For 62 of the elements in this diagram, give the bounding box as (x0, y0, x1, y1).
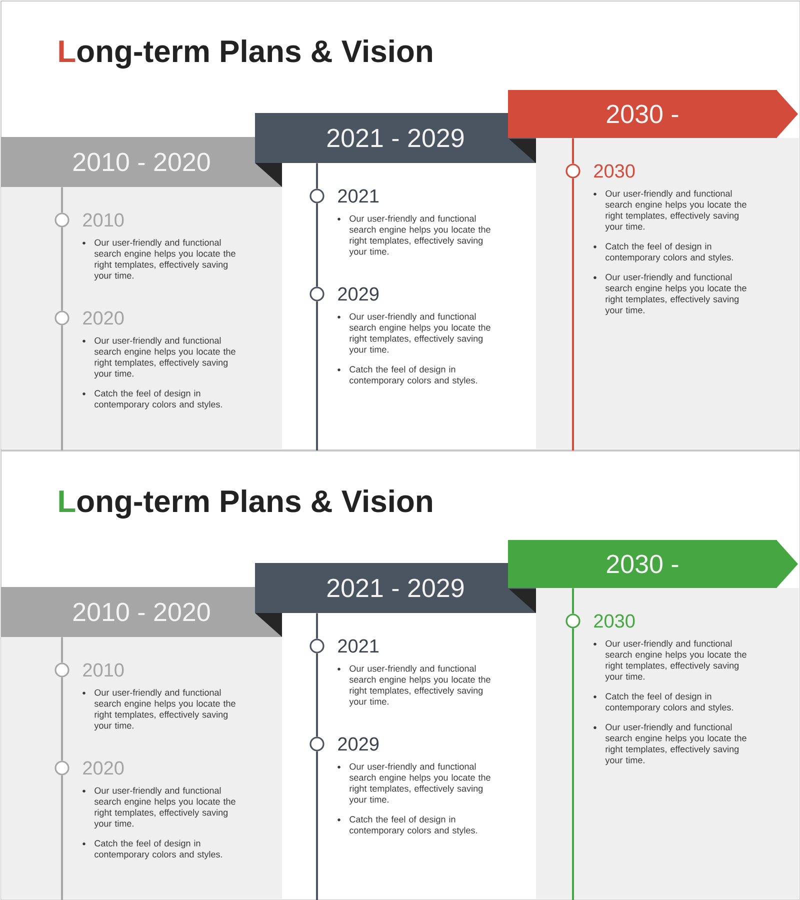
banner: 2021 - 2029 (255, 563, 536, 613)
bullet-text: Our user-friendly and functional search engine helps you locate the right templates, effectively saving your time. (94, 689, 236, 730)
bullet-text: Our user-friendly and functional search engine helps you locate the right templates, effectively saving your time. (605, 724, 746, 766)
bullet-text: Our user-friendly and functional search engine helps you locate the right templates, effectively saving your time. (349, 665, 490, 706)
timeline-line (572, 628, 574, 900)
year-label: 2020 (83, 761, 124, 775)
bullet-text: Catch the feel of design in contemporary colors and styles. (94, 840, 222, 860)
timeline-line (316, 163, 318, 189)
bullet-text: Our user-friendly and functional search engine helps you locate the right templates, effectively saving your time. (605, 640, 746, 682)
slide-title: Long-term Plans & Vision (59, 490, 432, 519)
bullet-text: Catch the feel of design in contemporary colors and styles. (94, 390, 222, 410)
timeline-marker (566, 614, 580, 628)
timeline-marker (54, 662, 70, 678)
year-label: 2021 (338, 189, 379, 203)
year-label: 2020 (83, 311, 124, 325)
timeline-line (572, 138, 574, 164)
timeline-marker (310, 736, 324, 752)
year-label: 2030 (594, 614, 635, 628)
year-label: 2010 (83, 663, 124, 677)
year-label: 2010 (83, 213, 124, 227)
banner: 2010 - 2020 (1, 137, 282, 187)
timeline-marker (566, 164, 580, 178)
bullet-text: Catch the feel of design in contemporary colors and styles. (350, 366, 477, 386)
bullet-text: Our user-friendly and functional search engine helps you locate the right templates, effectively saving your time. (94, 239, 236, 280)
bullet-text: Catch the feel of design in contemporary colors and styles. (606, 242, 733, 262)
bullet-text: Our user-friendly and functional search engine helps you locate the right templates, effectively saving your time. (94, 337, 236, 378)
year-label: 2029 (338, 737, 379, 751)
timeline-line (572, 588, 574, 614)
timeline-marker (310, 638, 324, 654)
timeline-line (61, 637, 63, 663)
slide-title: Long-term Plans & Vision (59, 40, 432, 69)
timeline-marker (54, 310, 70, 326)
banner: 2010 - 2020 (1, 587, 282, 637)
timeline-line (61, 325, 63, 450)
bullet-text: Our user-friendly and functional search engine helps you locate the right templates, effectively saving your time. (605, 190, 746, 232)
timeline-line (572, 178, 574, 450)
timeline-marker (310, 188, 324, 204)
year-label: 2030 (594, 164, 635, 178)
year-label: 2021 (338, 639, 379, 653)
bullet-text: Catch the feel of design in contemporary colors and styles. (350, 816, 477, 836)
year-label: 2029 (338, 287, 379, 301)
bullet-text: Our user-friendly and functional search engine helps you locate the right templates, effectively saving your time. (349, 763, 490, 804)
timeline-line (61, 187, 63, 213)
bullet-text: Our user-friendly and functional search engine helps you locate the right templates, effectively saving your time. (605, 274, 746, 316)
timeline-marker (54, 760, 70, 776)
banner: 2030 - (508, 540, 798, 588)
bullet-text: Catch the feel of design in contemporary colors and styles. (606, 692, 733, 712)
timeline-marker (54, 212, 70, 228)
timeline-line (61, 227, 63, 311)
banner: 2030 - (508, 90, 798, 138)
bullet-text: Our user-friendly and functional search engine helps you locate the right templates, effectively saving your time. (94, 787, 236, 828)
timeline-line (316, 653, 318, 737)
bullet-text: Our user-friendly and functional search engine helps you locate the right templates, effectively saving your time. (349, 313, 490, 354)
timeline-line (61, 775, 63, 900)
timeline-line (316, 301, 318, 450)
banner: 2021 - 2029 (255, 113, 536, 163)
timeline-line (316, 751, 318, 900)
timeline-line (316, 203, 318, 287)
timeline-marker (310, 286, 324, 302)
bullet-text: Our user-friendly and functional search engine helps you locate the right templates, effectively saving your time. (349, 215, 490, 256)
timeline-line (316, 613, 318, 639)
timeline-line (61, 677, 63, 761)
